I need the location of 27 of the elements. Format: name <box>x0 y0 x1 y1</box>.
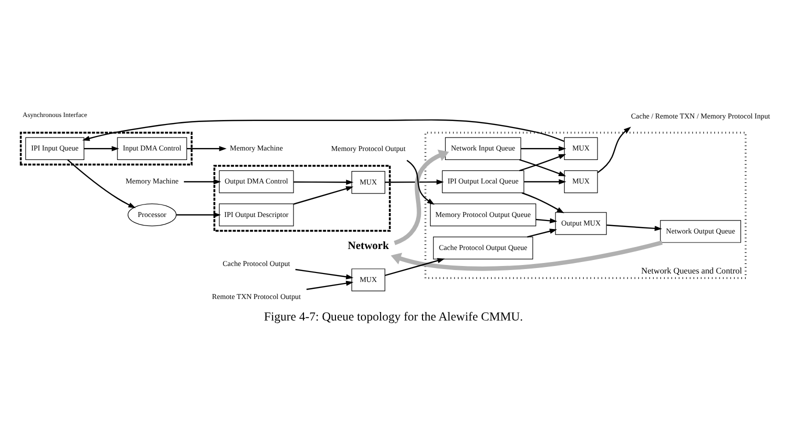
arrow <box>294 179 354 184</box>
arrow <box>82 118 564 142</box>
arrow <box>187 146 227 151</box>
arrow <box>606 224 662 230</box>
arrow <box>394 149 449 245</box>
arrow <box>176 212 221 217</box>
arrow <box>390 240 663 270</box>
arrow <box>384 258 445 276</box>
caption: Figure 4-7: Queue topology for the Alewife CMMU. <box>264 308 523 323</box>
arrow <box>184 178 222 184</box>
arrow <box>406 159 435 204</box>
arrow <box>384 178 444 184</box>
arrow <box>522 192 564 213</box>
arrow <box>67 158 136 208</box>
arrow <box>84 146 120 151</box>
arrow <box>597 126 632 173</box>
arrow <box>521 146 566 151</box>
arrow <box>306 280 354 290</box>
arrow <box>519 158 566 176</box>
node-text: Network <box>348 239 389 252</box>
arrow <box>524 178 566 184</box>
arrow <box>295 268 354 279</box>
cluster <box>20 131 193 165</box>
arrow <box>519 154 566 171</box>
arrow <box>527 228 558 238</box>
arrow <box>536 218 558 223</box>
arrow <box>293 186 354 204</box>
